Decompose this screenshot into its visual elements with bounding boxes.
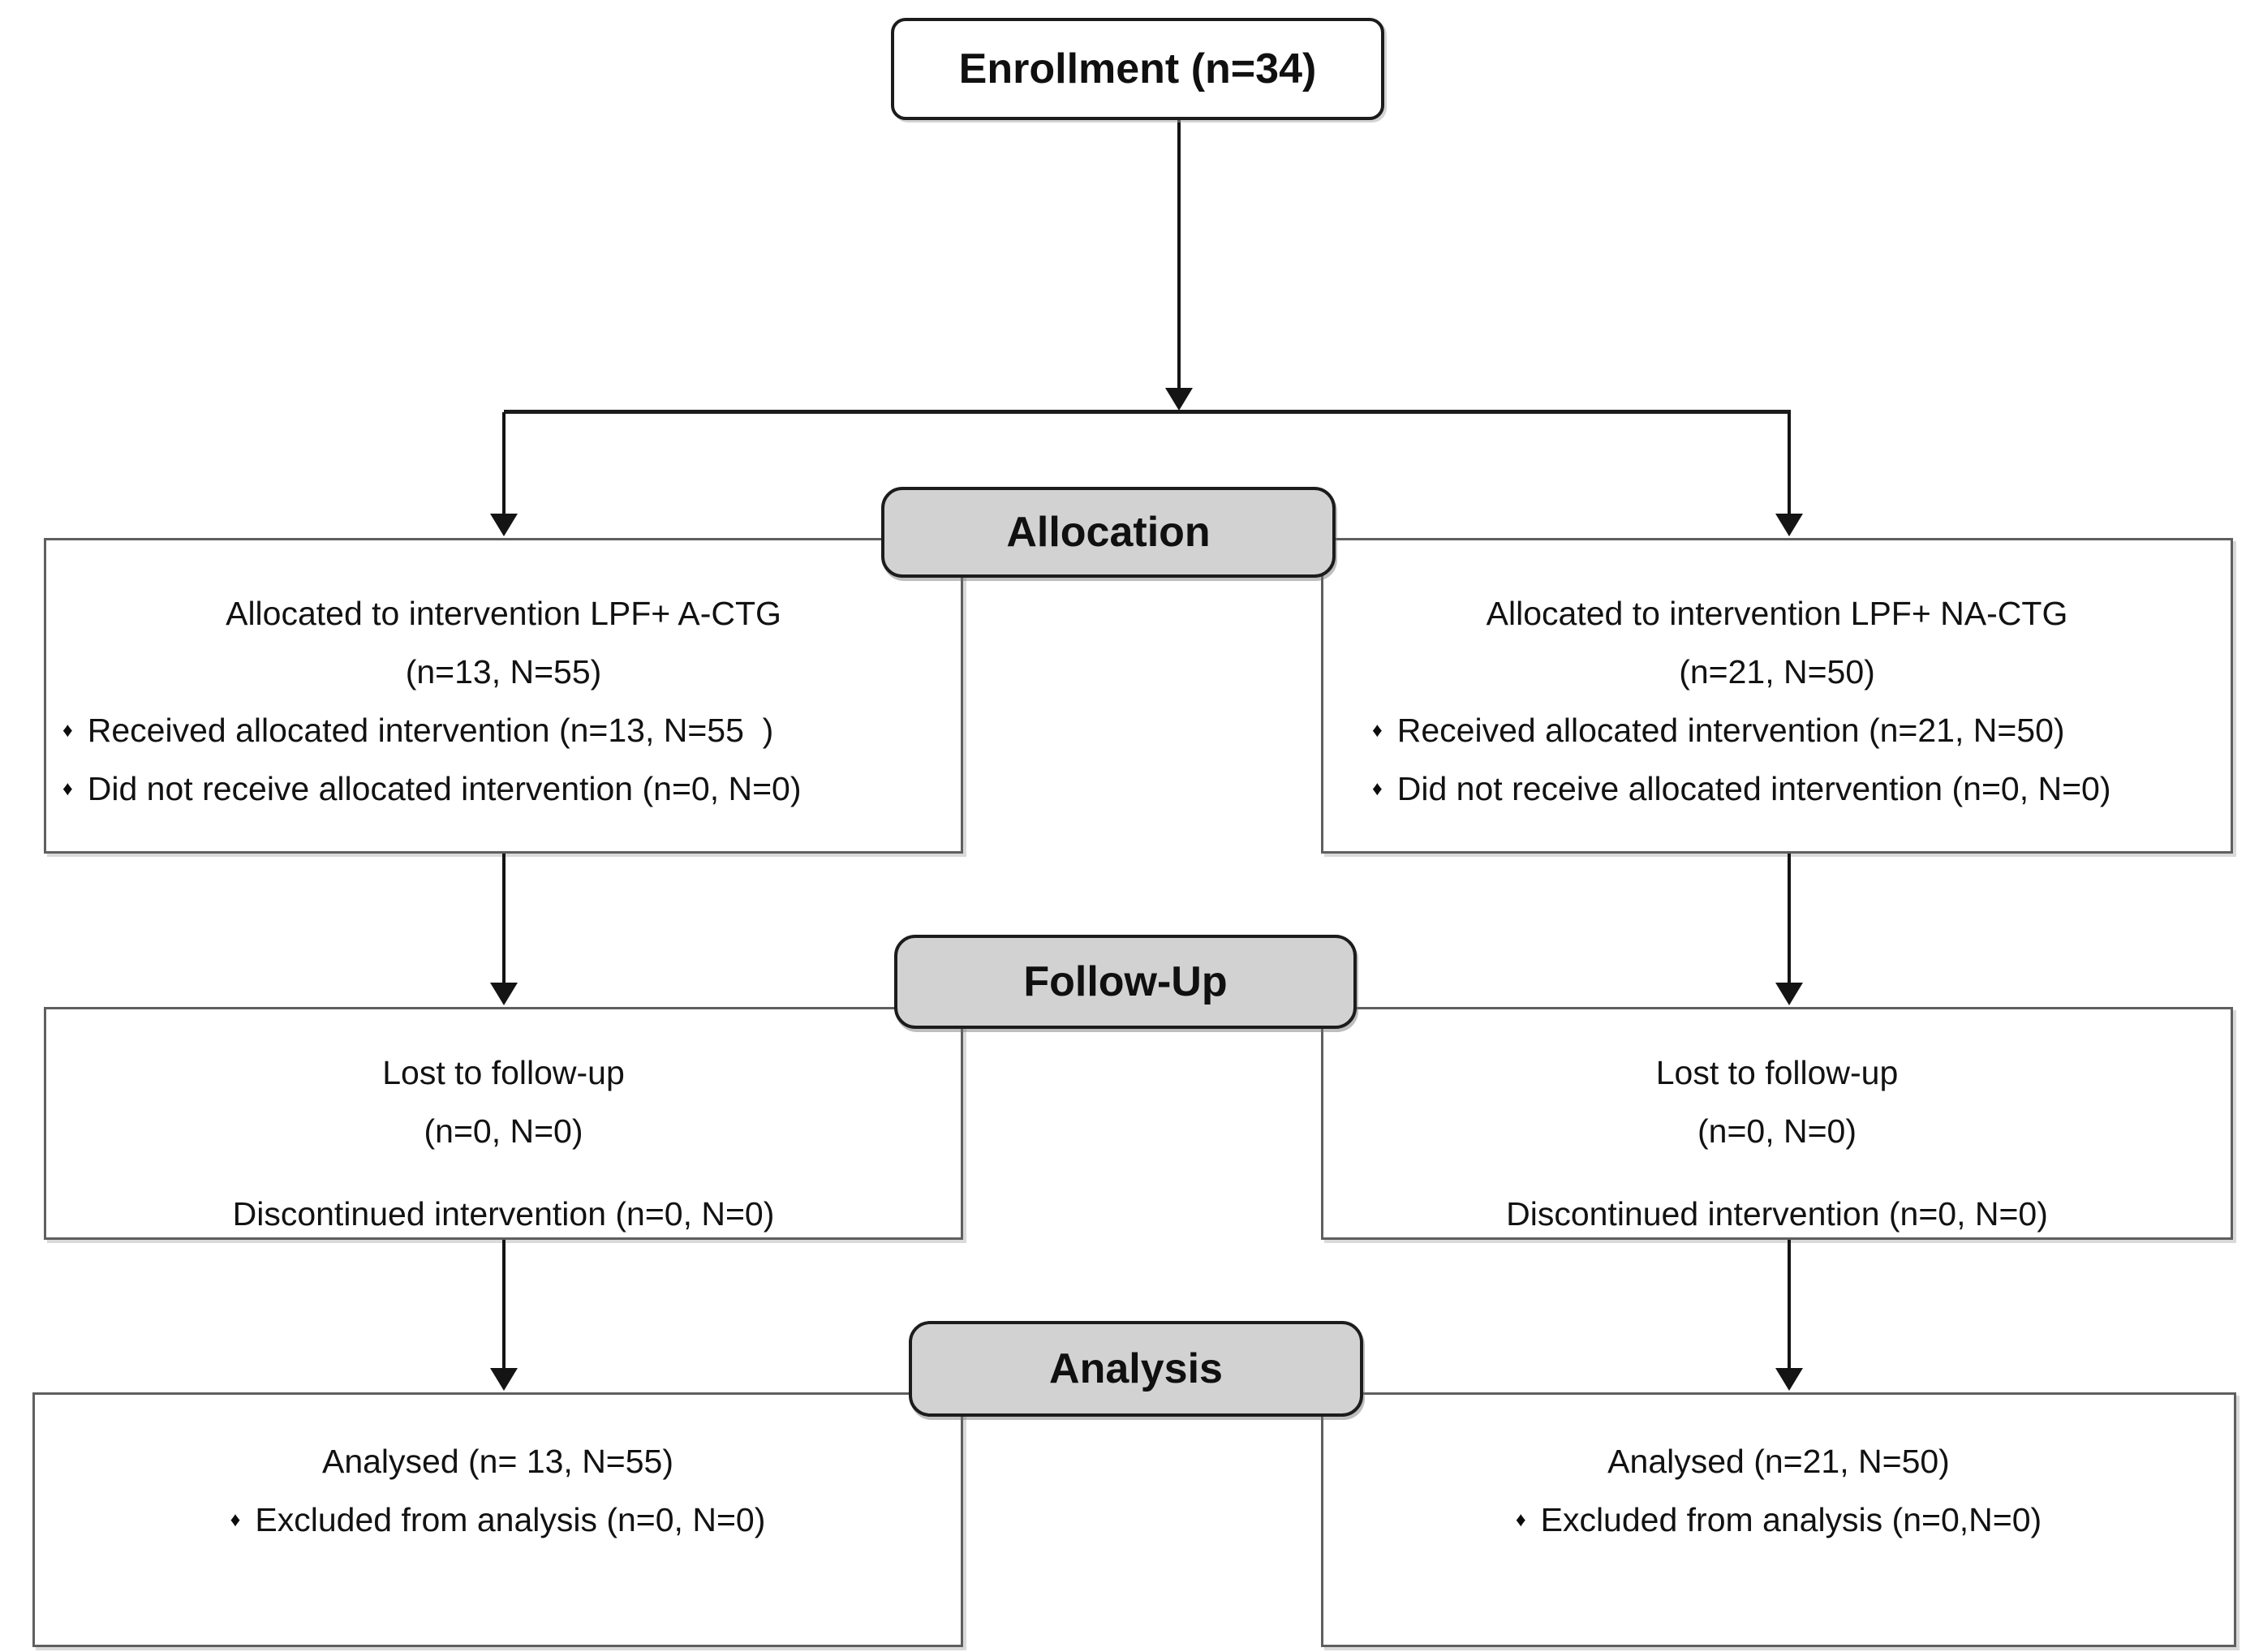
allocation-box-left: Allocated to intervention LPF+ A-CTG (n=…: [44, 538, 963, 854]
bullet-text: Did not receive allocated intervention (…: [87, 769, 802, 807]
followup-box-right-content: Lost to follow-up (n=0, N=0) Discontinue…: [1323, 1009, 2231, 1243]
followup-box-right: Lost to follow-up (n=0, N=0) Discontinue…: [1321, 1007, 2233, 1240]
connector-arrowhead-left-analysis-icon: [490, 1368, 518, 1391]
allocation-right-bullet-not-received: ♦ Did not receive allocated intervention…: [1323, 759, 2231, 818]
enrollment-label: Enrollment (n=34): [958, 45, 1317, 92]
diamond-bullet-icon: ♦: [1372, 777, 1383, 800]
connector-line-left-analysis: [502, 1240, 506, 1368]
enrollment-box: Enrollment (n=34): [891, 18, 1384, 120]
allocation-left-subtitle: (n=13, N=55): [405, 652, 602, 690]
stage-label-analysis: Analysis: [909, 1321, 1363, 1417]
drop-arrowhead-right-icon: [1775, 514, 1803, 536]
followup-left-line2: (n=0, N=0): [424, 1112, 583, 1150]
analysis-box-left: Analysed (n= 13, N=55) ♦ Excluded from a…: [32, 1392, 963, 1647]
analysis-left-bullet-excluded: ♦ Excluded from analysis (n=0, N=0): [35, 1491, 961, 1549]
allocation-right-title: Allocated to intervention LPF+ NA-CTG: [1486, 594, 2068, 632]
branch-horizontal-line: [504, 410, 1791, 414]
connector-line-right-analysis: [1788, 1240, 1791, 1368]
diamond-bullet-icon: ♦: [230, 1508, 241, 1531]
enrollment-arrowhead-icon: [1165, 388, 1193, 411]
bullet-text: Received allocated intervention (n=13, N…: [87, 711, 774, 749]
spacer: [46, 1160, 961, 1185]
followup-left-line1: Lost to follow-up: [382, 1053, 625, 1091]
allocation-left-bullet-received: ♦ Received allocated intervention (n=13,…: [46, 701, 961, 759]
drop-line-right: [1788, 412, 1791, 516]
diamond-bullet-icon: ♦: [1515, 1508, 1526, 1531]
followup-right-line3: Discontinued intervention (n=0, N=0): [1506, 1194, 2048, 1233]
stage-label-allocation-text: Allocation: [1006, 509, 1211, 556]
bullet-text: Received allocated intervention (n=21, N…: [1396, 711, 2065, 749]
connector-line-left-followup: [502, 854, 506, 986]
spacer: [1323, 1160, 2231, 1185]
followup-right-line1: Lost to follow-up: [1655, 1053, 1899, 1091]
connector-arrowhead-left-followup-icon: [490, 983, 518, 1005]
diamond-bullet-icon: ♦: [1372, 718, 1383, 742]
allocation-left-title: Allocated to intervention LPF+ A-CTG: [226, 594, 781, 632]
enrollment-stem-line: [1177, 120, 1181, 389]
followup-box-left: Lost to follow-up (n=0, N=0) Discontinue…: [44, 1007, 963, 1240]
stage-label-analysis-text: Analysis: [1049, 1345, 1223, 1392]
allocation-box-right: Allocated to intervention LPF+ NA-CTG (n…: [1321, 538, 2233, 854]
analysis-right-bullet-excluded: ♦ Excluded from analysis (n=0,N=0): [1323, 1491, 2234, 1549]
allocation-box-left-content: Allocated to intervention LPF+ A-CTG (n=…: [46, 540, 961, 818]
allocation-box-right-content: Allocated to intervention LPF+ NA-CTG (n…: [1323, 540, 2231, 818]
diamond-bullet-icon: ♦: [62, 777, 73, 800]
allocation-right-bullet-received: ♦ Received allocated intervention (n=21,…: [1323, 701, 2231, 759]
analysis-right-title: Analysed (n=21, N=50): [1607, 1442, 1950, 1480]
stage-label-followup: Follow-Up: [894, 935, 1357, 1029]
stage-label-followup-text: Follow-Up: [1023, 958, 1228, 1005]
followup-left-line3: Discontinued intervention (n=0, N=0): [232, 1194, 775, 1233]
stage-label-allocation: Allocation: [881, 487, 1336, 578]
analysis-box-right: Analysed (n=21, N=50) ♦ Excluded from an…: [1321, 1392, 2236, 1647]
drop-line-left: [502, 412, 506, 516]
bullet-text: Did not receive allocated intervention (…: [1396, 769, 2111, 807]
followup-box-left-content: Lost to follow-up (n=0, N=0) Discontinue…: [46, 1009, 961, 1243]
analysis-left-title: Analysed (n= 13, N=55): [321, 1442, 674, 1480]
drop-arrowhead-left-icon: [490, 514, 518, 536]
connector-arrowhead-right-analysis-icon: [1775, 1368, 1803, 1391]
followup-right-line2: (n=0, N=0): [1697, 1112, 1857, 1150]
analysis-box-right-content: Analysed (n=21, N=50) ♦ Excluded from an…: [1323, 1395, 2234, 1549]
allocation-left-bullet-not-received: ♦ Did not receive allocated intervention…: [46, 759, 961, 818]
connector-arrowhead-right-followup-icon: [1775, 983, 1803, 1005]
connector-line-right-followup: [1788, 854, 1791, 986]
analysis-box-left-content: Analysed (n= 13, N=55) ♦ Excluded from a…: [35, 1395, 961, 1549]
allocation-right-subtitle: (n=21, N=50): [1679, 652, 1875, 690]
bullet-text: Excluded from analysis (n=0,N=0): [1540, 1500, 2042, 1538]
diamond-bullet-icon: ♦: [62, 718, 73, 742]
bullet-text: Excluded from analysis (n=0, N=0): [255, 1500, 766, 1538]
